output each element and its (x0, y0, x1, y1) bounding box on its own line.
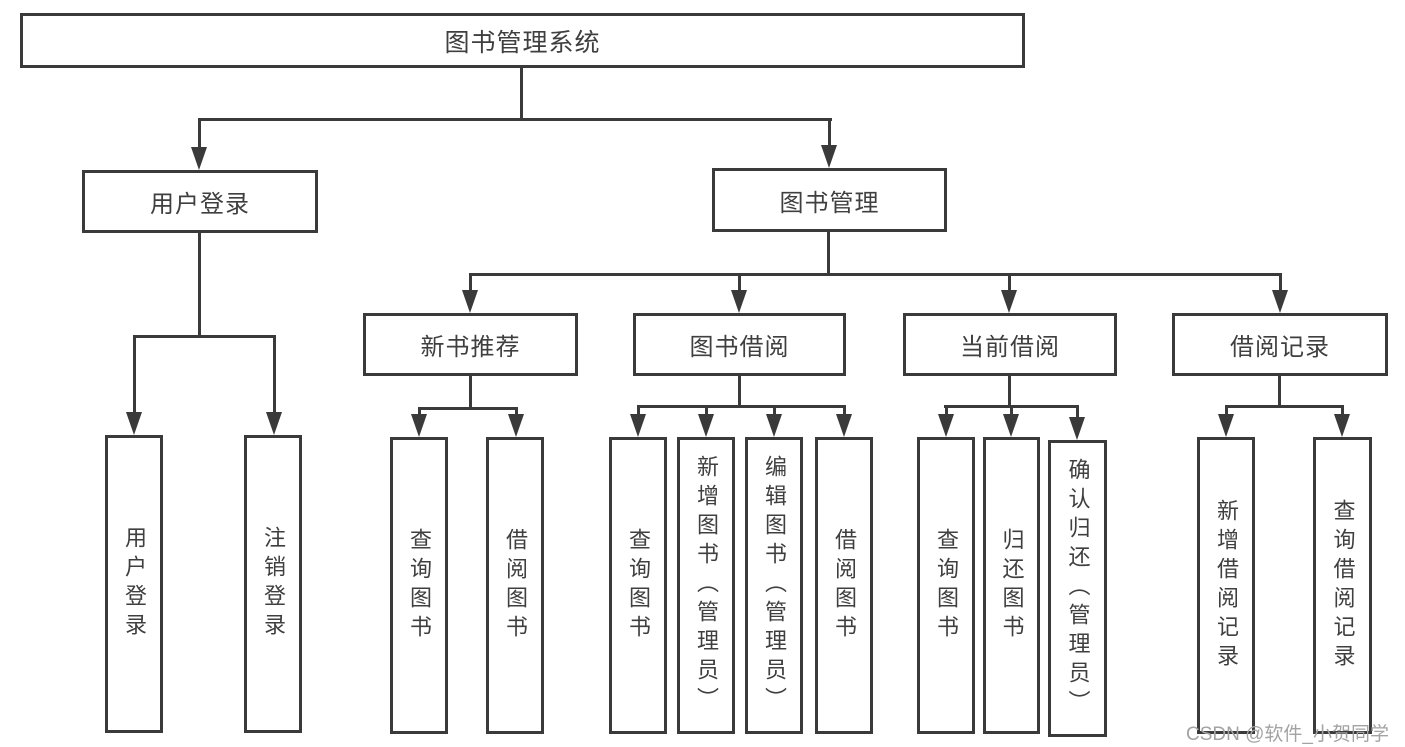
node-user-login: 用户登录 (82, 170, 318, 233)
node-user-login-leaf: 用户登录 (105, 435, 163, 733)
node-return-book: 归还图书 (983, 437, 1040, 734)
connector-line (637, 405, 846, 408)
arrowhead-down (1069, 417, 1085, 440)
node-add-book-admin: 新增图书（管理员） (677, 437, 735, 734)
connector-line (1278, 376, 1281, 407)
node-book-management: 图书管理 (712, 168, 947, 232)
connector-line (738, 376, 741, 407)
node-label: 图书管理系统 (444, 28, 601, 57)
node-label: 注销登录 (261, 526, 286, 642)
arrow-stem (133, 335, 136, 413)
arrow-stem (1225, 405, 1228, 415)
arrowhead-down (462, 290, 478, 313)
node-add-borrow-record: 新增借阅记录 (1197, 437, 1255, 734)
node-borrowing-records: 借阅记录 (1172, 313, 1388, 376)
arrow-stem (1076, 405, 1079, 418)
node-new-book-recommend: 新书推荐 (363, 313, 578, 376)
node-logout: 注销登录 (244, 435, 302, 733)
node-label: 编辑图书（管理员） (762, 455, 787, 716)
node-label: 新书推荐 (420, 334, 521, 361)
connector-line (469, 376, 472, 409)
connector-line (520, 68, 523, 118)
node-current-borrowing: 当前借阅 (903, 313, 1117, 376)
node-label: 借阅图书 (832, 527, 857, 644)
node-label: 借阅图书 (503, 527, 528, 644)
arrow-stem (1008, 273, 1011, 291)
node-label: 借阅记录 (1230, 334, 1330, 361)
node-library-system: 图书管理系统 (20, 13, 1025, 68)
arrowhead-down (508, 414, 524, 437)
node-borrow-books-recommend: 借阅图书 (486, 437, 544, 734)
arrowhead-down (191, 147, 207, 170)
connector-line (469, 273, 1282, 276)
arrow-stem (738, 273, 741, 291)
node-label: 用户登录 (150, 191, 250, 218)
node-label: 图书管理 (779, 189, 880, 217)
connector-line (198, 118, 832, 121)
node-confirm-return-admin: 确认归还（管理员） (1048, 440, 1107, 737)
node-label: 用户登录 (122, 526, 147, 642)
node-label: 当前借阅 (960, 334, 1060, 361)
arrowhead-down (266, 412, 282, 435)
node-label: 归还图书 (999, 527, 1025, 644)
arrow-stem (515, 407, 518, 415)
arrowhead-down (1218, 414, 1234, 437)
arrowhead-down (698, 414, 714, 437)
node-label: 新增借阅记录 (1214, 498, 1239, 673)
arrowhead-down (630, 414, 646, 437)
node-label: 查询借阅记录 (1330, 498, 1356, 673)
arrow-stem (945, 405, 948, 415)
connector-line (1225, 405, 1344, 408)
arrow-stem (828, 118, 831, 146)
arrowhead-down (766, 414, 782, 437)
arrowhead-down (821, 145, 837, 168)
node-label: 确认归还（管理员） (1065, 458, 1091, 719)
arrow-stem (773, 405, 776, 415)
node-book-borrowing: 图书借阅 (633, 313, 846, 376)
arrowhead-down (411, 414, 427, 437)
arrow-stem (1279, 273, 1282, 291)
arrow-stem (418, 407, 421, 415)
arrow-stem (637, 405, 640, 415)
arrow-stem (198, 118, 201, 148)
arrow-stem (1010, 405, 1013, 415)
arrow-stem (705, 405, 708, 415)
connector-line (418, 407, 518, 410)
node-borrow-books-leaf: 借阅图书 (815, 437, 873, 734)
node-query-borrow-record: 查询借阅记录 (1313, 437, 1372, 734)
connector-line (1008, 376, 1011, 407)
arrowhead-down (1272, 290, 1288, 313)
node-query-books-borrow: 查询图书 (609, 437, 667, 734)
node-label: 查询图书 (407, 527, 432, 644)
arrow-stem (1341, 405, 1344, 415)
node-label: 新增图书（管理员） (694, 455, 719, 716)
node-label: 图书借阅 (689, 334, 790, 361)
arrowhead-down (1003, 414, 1019, 437)
node-query-books-current: 查询图书 (917, 437, 975, 734)
arrowhead-down (938, 414, 954, 437)
connector-line (827, 232, 830, 275)
arrowhead-down (836, 414, 852, 437)
arrow-stem (273, 335, 276, 413)
arrowhead-down (126, 412, 142, 435)
arrow-stem (469, 273, 472, 291)
arrowhead-down (731, 290, 747, 313)
arrowhead-down (1334, 414, 1350, 437)
arrowhead-down (1001, 290, 1017, 313)
connector-line (133, 335, 276, 338)
arrow-stem (843, 405, 846, 415)
csdn-watermark: CSDN @软件_小贺同学 (1186, 724, 1389, 745)
node-label: 查询图书 (934, 527, 959, 644)
node-label: 查询图书 (626, 527, 651, 644)
node-query-books-recommend: 查询图书 (390, 437, 448, 734)
node-edit-book-admin: 编辑图书（管理员） (745, 437, 803, 734)
connector-line (198, 233, 201, 337)
